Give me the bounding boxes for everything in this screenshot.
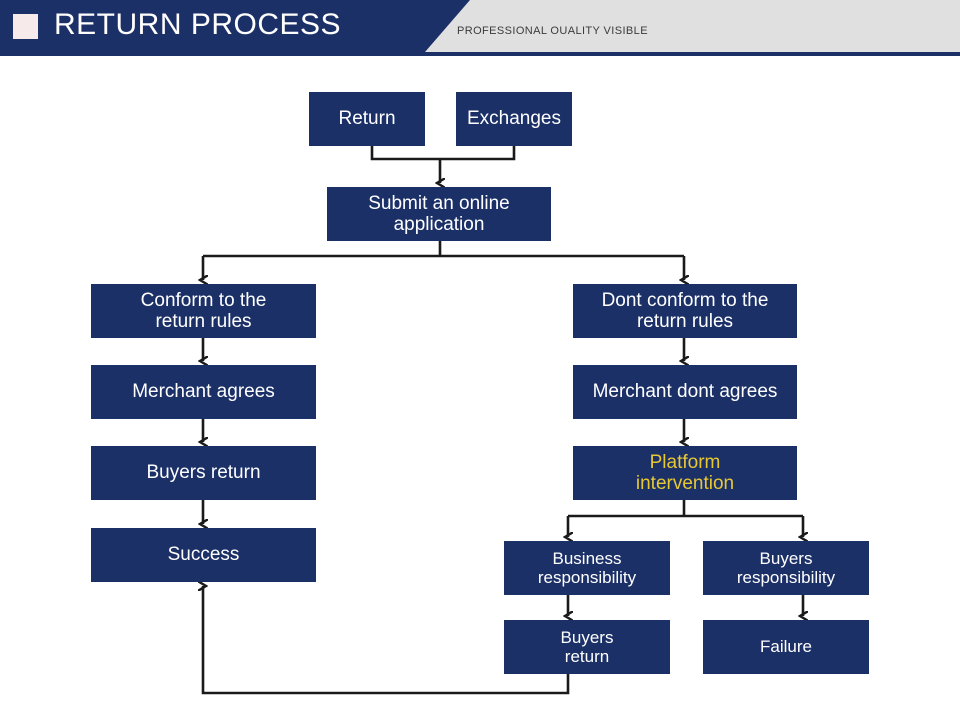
header-underline: [0, 52, 960, 56]
node-success[interactable]: Success: [91, 528, 316, 582]
header-subtitle: PROFESSIONAL OUALITY VISIBLE: [457, 25, 648, 37]
page-header: RETURN PROCESS PROFESSIONAL OUALITY VISI…: [0, 0, 960, 52]
edge-return-exchanges-merge: [370, 146, 516, 161]
node-failure[interactable]: Failure: [703, 620, 869, 674]
node-business-responsibility[interactable]: Business responsibility: [504, 541, 670, 595]
node-buyers-return-left[interactable]: Buyers return: [91, 446, 316, 500]
node-merchant-agrees[interactable]: Merchant agrees: [91, 365, 316, 419]
node-conform-to-return-rules[interactable]: Conform to the return rules: [91, 284, 316, 338]
node-dont-conform-to-return-rules[interactable]: Dont conform to the return rules: [573, 284, 797, 338]
node-return[interactable]: Return: [309, 92, 425, 146]
node-submit-online-application[interactable]: Submit an online application: [327, 187, 551, 241]
node-merchant-dont-agrees[interactable]: Merchant dont agrees: [573, 365, 797, 419]
node-exchanges[interactable]: Exchanges: [456, 92, 572, 146]
header-navy-band: [0, 0, 470, 52]
node-buyers-responsibility[interactable]: Buyers responsibility: [703, 541, 869, 595]
square-icon: [13, 14, 38, 39]
node-platform-intervention[interactable]: Platform intervention: [573, 446, 797, 500]
page-title: RETURN PROCESS: [54, 8, 342, 41]
node-buyers-return-bottom[interactable]: Buyers return: [504, 620, 670, 674]
